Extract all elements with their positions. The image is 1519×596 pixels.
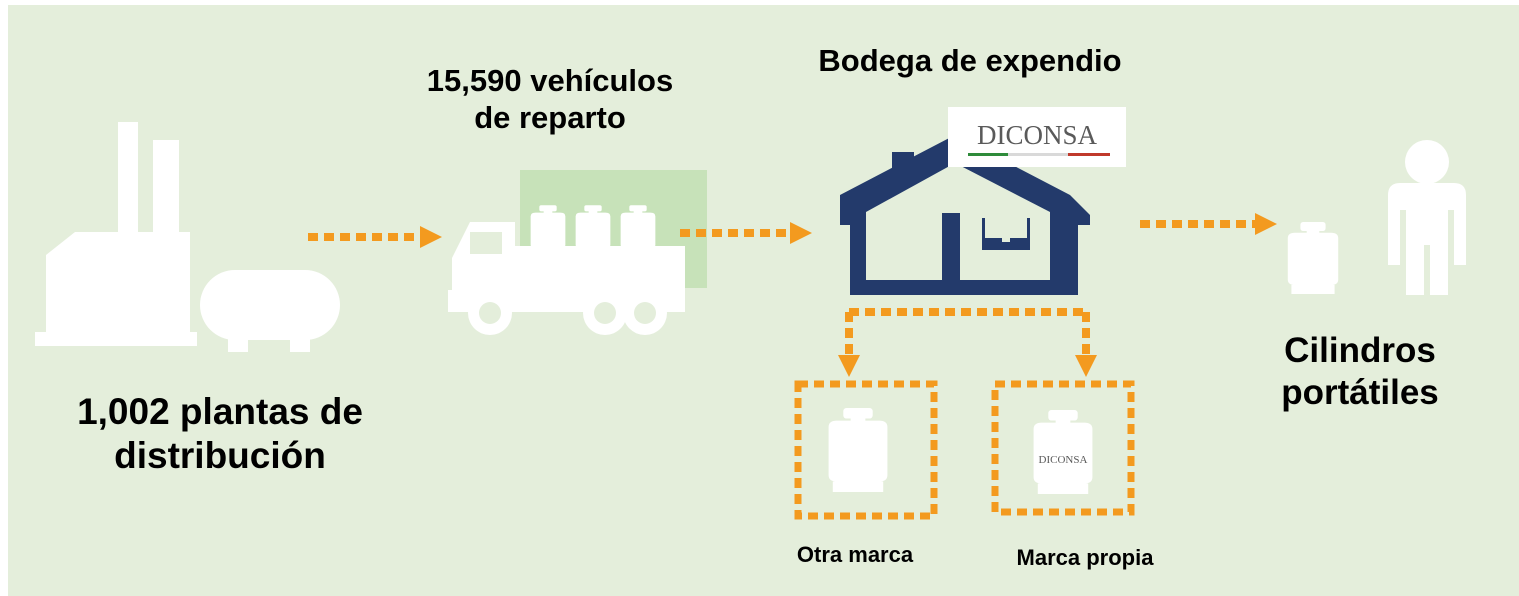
otra-marca-box [794, 380, 938, 520]
flow-arrows [308, 213, 1277, 520]
vehicles-label: 15,590 vehículos de reparto [426, 63, 674, 136]
warehouse-label: Bodega de expendio [818, 43, 1122, 78]
house-icon [840, 135, 1090, 295]
cylinders-label: Cilindros portátiles [1281, 331, 1439, 412]
truck-icon [448, 170, 707, 335]
diconsa-cylinder-icon: DICONSA [1033, 410, 1093, 494]
factory-icon [35, 122, 340, 352]
arrow-vehicles-to-warehouse [680, 222, 812, 244]
branch-to-brands [838, 308, 1097, 377]
arrow-warehouse-to-cylinders [1140, 213, 1277, 235]
arrow-plants-to-vehicles [308, 226, 442, 248]
diconsa-logo-text: DICONSA [977, 120, 1098, 150]
diconsa-logo: DICONSA [948, 107, 1126, 167]
otra-marca-label: Otra marca [796, 542, 914, 567]
person-with-cylinder-icon [1287, 140, 1466, 295]
marca-propia-box [991, 380, 1135, 516]
marca-propia-label: Marca propia [1016, 545, 1154, 570]
gas-cylinder-icon [828, 408, 888, 492]
cylinder-brand-text: DICONSA [1039, 454, 1088, 466]
plants-label: 1,002 plantas de distribución [77, 391, 363, 477]
